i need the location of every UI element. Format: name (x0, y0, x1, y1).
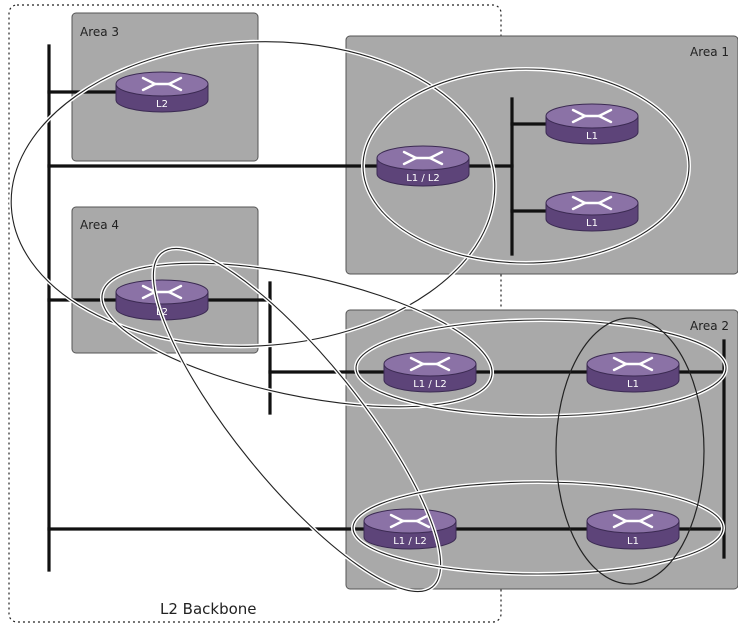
router-area3[interactable]: L2 (114, 70, 210, 114)
router-area1-border[interactable]: L1 / L2 (375, 144, 471, 188)
adjacency-area1-l1 (361, 67, 691, 265)
router-area1-border-label: L1 / L2 (406, 173, 440, 184)
router-area1-internal-top[interactable]: L1 (544, 102, 640, 146)
router-area2-internal-bottom-label: L1 (627, 536, 639, 547)
router-area2-internal-bottom[interactable]: L1 (585, 507, 681, 551)
router-area2-border-top-label: L1 / L2 (413, 379, 447, 390)
adjacency-area2-internal-l1 (555, 317, 705, 585)
adjacency-area2-top-l1 (354, 318, 728, 418)
adjacency-area4-area2-bottom-l2 (151, 246, 443, 594)
adjacency-area2-bottom-l1 (351, 480, 725, 576)
router-area2-border-bottom[interactable]: L1 / L2 (362, 507, 458, 551)
router-area3-label: L2 (156, 99, 168, 110)
router-area2-border-top[interactable]: L1 / L2 (382, 350, 478, 394)
area-4-label: Area 4 (80, 218, 119, 232)
adjacency-area3-area1-l2 (9, 39, 497, 349)
router-area2-internal-top[interactable]: L1 (585, 350, 681, 394)
router-area1-internal-top-label: L1 (586, 131, 598, 142)
router-area2-internal-top-label: L1 (627, 379, 639, 390)
l2-backbone-boundary (8, 4, 502, 623)
router-area1-internal-bottom[interactable]: L1 (544, 189, 640, 233)
l2-backbone-label: L2 Backbone (160, 600, 257, 618)
router-area2-border-bottom-label: L1 / L2 (393, 536, 427, 547)
adjacency-area4-area2-top-l2 (99, 261, 495, 409)
area-3-label: Area 3 (80, 25, 119, 39)
router-area1-internal-bottom-label: L1 (586, 218, 598, 229)
area-2-label: Area 2 (690, 319, 729, 333)
area-1-label: Area 1 (690, 45, 729, 59)
